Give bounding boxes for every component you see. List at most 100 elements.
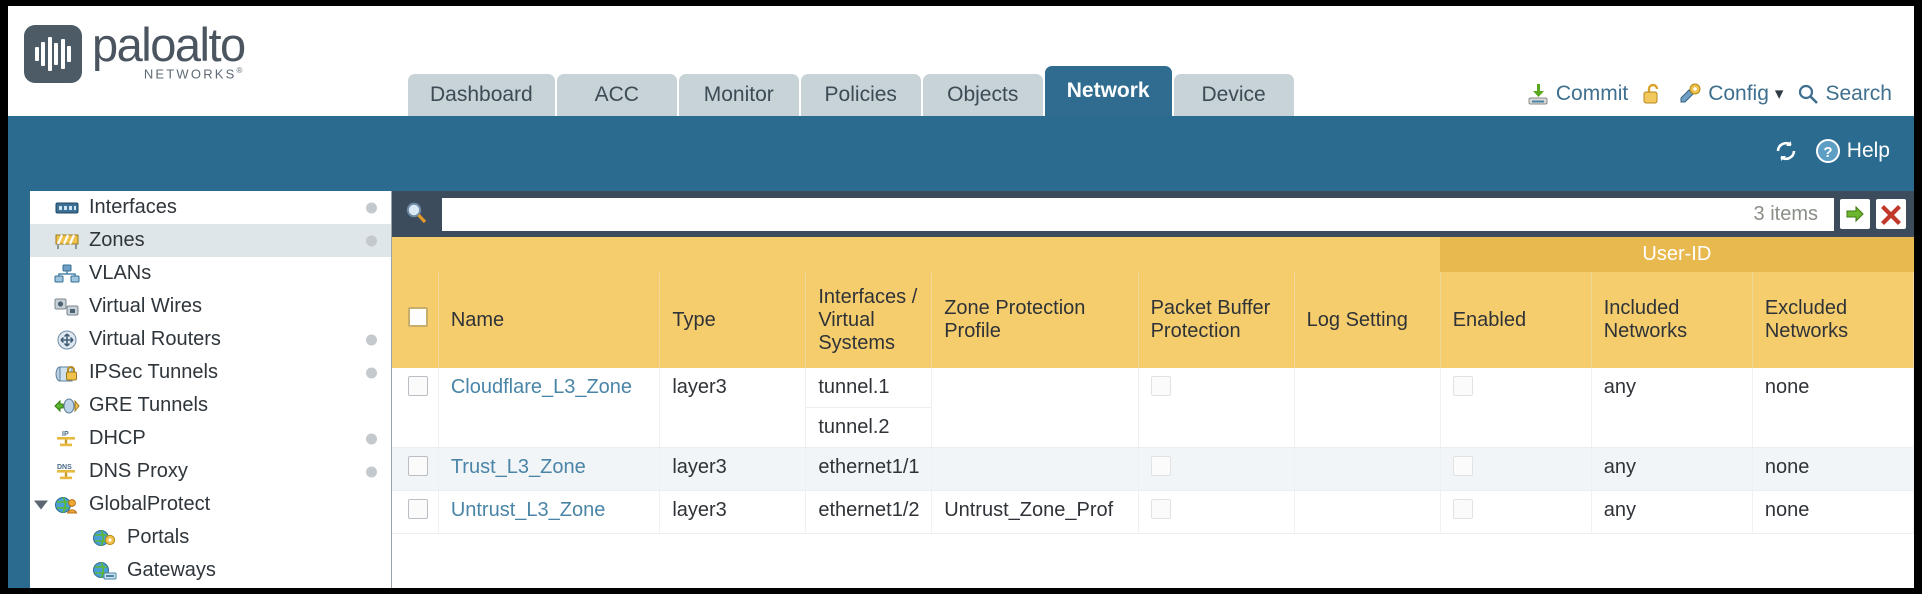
select-all-checkbox[interactable] <box>408 307 428 327</box>
column-header-packet-buffer-protection[interactable]: Packet Buffer Protection <box>1138 272 1295 368</box>
sidebar-item-gre-tunnels[interactable]: GRE Tunnels <box>30 389 391 422</box>
commit-label: Commit <box>1555 82 1629 105</box>
search-button[interactable]: Search <box>1797 82 1892 106</box>
cell-packet-buffer-protection[interactable] <box>1138 490 1295 534</box>
sidebar-item-gateways[interactable]: Gateways <box>30 554 391 587</box>
sidebar-item-zones[interactable]: Zones <box>30 224 391 257</box>
column-header-interfaces[interactable]: Interfaces / Virtual Systems <box>805 272 933 368</box>
tab-policies[interactable]: Policies <box>800 74 921 116</box>
column-header-name[interactable]: Name <box>438 272 661 368</box>
sidebar-item-label: IPSec Tunnels <box>89 361 218 383</box>
cell-name[interactable]: Trust_L3_Zone <box>438 447 661 491</box>
table-row[interactable]: Untrust_L3_Zone layer3 ethernet1/2 Untru… <box>392 490 1914 534</box>
cell-packet-buffer-protection[interactable] <box>1138 368 1295 448</box>
sidebar-item-vlans[interactable]: VLANs <box>30 257 391 290</box>
red-x-icon <box>1881 205 1901 225</box>
help-icon: ? <box>1815 138 1841 164</box>
row-checkbox[interactable] <box>408 456 428 476</box>
tab-monitor[interactable]: Monitor <box>678 74 799 116</box>
sidebar-item-label: Gateways <box>127 559 216 581</box>
cell-zone-protection-profile <box>931 368 1139 448</box>
apply-filter-button[interactable] <box>1840 199 1870 229</box>
row-select-cell[interactable] <box>392 490 439 534</box>
column-header-excluded-networks[interactable]: Excluded Networks <box>1752 272 1914 368</box>
config-menu[interactable]: Config ▾ <box>1678 82 1783 106</box>
search-icon[interactable] <box>398 201 436 227</box>
table-row[interactable]: Cloudflare_L3_Zone layer3 tunnel.1 tunne… <box>392 368 1914 448</box>
table-header-row: Name Type Interfaces / Virtual Systems Z… <box>392 272 1914 368</box>
cell-packet-buffer-protection[interactable] <box>1138 447 1295 491</box>
column-header-log-setting[interactable]: Log Setting <box>1294 272 1441 368</box>
sidebar-item-ipsec-tunnels[interactable]: IPSec Tunnels <box>30 356 391 389</box>
row-select-cell[interactable] <box>392 368 439 448</box>
cell-interfaces: tunnel.1 tunnel.2 <box>805 368 933 448</box>
table-group-header-row: User-ID <box>392 237 1914 272</box>
table-row[interactable]: Trust_L3_Zone layer3 ethernet1/1 <box>392 447 1914 491</box>
cell-log-setting <box>1294 368 1441 448</box>
column-header-type[interactable]: Type <box>659 272 807 368</box>
sidebar-item-virtual-routers[interactable]: Virtual Routers <box>30 323 391 356</box>
column-header-included-networks[interactable]: Included Networks <box>1591 272 1753 368</box>
userid-enabled-checkbox[interactable] <box>1452 456 1473 476</box>
status-dot <box>366 466 377 477</box>
tab-dashboard[interactable]: Dashboard <box>408 74 555 116</box>
sidebar-item-label: Interfaces <box>89 196 177 218</box>
sidebar-item-virtual-wires[interactable]: Virtual Wires <box>30 290 391 323</box>
zone-name-link[interactable]: Cloudflare_L3_Zone <box>450 376 633 398</box>
sidebar-item-globalprotect[interactable]: GlobalProtect <box>30 488 391 521</box>
svg-text:IP: IP <box>62 431 69 438</box>
portals-icon <box>92 528 118 548</box>
zone-name-link[interactable]: Trust_L3_Zone <box>450 456 586 478</box>
context-banner: ? Help <box>8 116 1914 191</box>
header-spacer <box>392 237 1441 272</box>
packet-buffer-checkbox[interactable] <box>1150 456 1171 476</box>
sidebar-item-label: DHCP <box>89 427 146 449</box>
cell-zone-protection-profile: Untrust_Zone_Prof <box>931 490 1139 534</box>
packet-buffer-checkbox[interactable] <box>1150 376 1171 396</box>
expand-caret-icon[interactable] <box>34 500 48 509</box>
top-bar: paloalto NETWORKS® Dashboard ACC Monitor… <box>8 6 1914 116</box>
zones-icon <box>54 231 80 251</box>
status-dot <box>366 433 377 444</box>
cell-userid-enabled[interactable] <box>1440 447 1592 491</box>
status-dot <box>366 334 377 345</box>
status-dot <box>366 367 377 378</box>
zone-name-link[interactable]: Untrust_L3_Zone <box>450 499 606 521</box>
sidebar-item-dhcp[interactable]: IP DHCP <box>30 422 391 455</box>
cell-name[interactable]: Untrust_L3_Zone <box>438 490 661 534</box>
refresh-button[interactable] <box>1773 138 1799 164</box>
sidebar-item-portals[interactable]: Portals <box>30 521 391 554</box>
chevron-down-icon: ▾ <box>1774 84 1784 103</box>
packet-buffer-checkbox[interactable] <box>1150 499 1171 519</box>
dns-proxy-icon: DNS <box>54 462 80 482</box>
vlans-icon <box>54 264 80 284</box>
tab-objects[interactable]: Objects <box>922 74 1043 116</box>
paloalto-logo-icon <box>24 25 82 84</box>
sidebar-item-interfaces[interactable]: Interfaces <box>30 191 391 224</box>
zones-table-container: User-ID Name Type Interfaces / Virtual <box>392 237 1914 588</box>
column-header-zone-protection-profile[interactable]: Zone Protection Profile <box>931 272 1139 368</box>
gre-tunnels-icon <box>54 396 80 416</box>
unlock-button[interactable] <box>1642 82 1664 106</box>
cell-excluded-networks: none <box>1752 447 1914 491</box>
column-header-enabled[interactable]: Enabled <box>1440 272 1592 368</box>
userid-enabled-checkbox[interactable] <box>1452 499 1473 519</box>
sidebar-item-dns-proxy[interactable]: DNS DNS Proxy <box>30 455 391 488</box>
cell-userid-enabled[interactable] <box>1440 490 1592 534</box>
cell-name[interactable]: Cloudflare_L3_Zone <box>438 368 661 448</box>
row-select-cell[interactable] <box>392 447 439 491</box>
tab-device[interactable]: Device <box>1173 74 1294 116</box>
row-checkbox[interactable] <box>408 499 428 519</box>
clear-filter-button[interactable] <box>1876 199 1906 229</box>
select-all-header[interactable] <box>392 272 439 368</box>
tab-network[interactable]: Network <box>1044 66 1172 116</box>
help-button[interactable]: ? Help <box>1815 138 1890 164</box>
cell-zone-protection-profile <box>931 447 1139 491</box>
row-checkbox[interactable] <box>408 376 428 396</box>
commit-button[interactable]: Commit <box>1526 82 1628 106</box>
userid-enabled-checkbox[interactable] <box>1452 376 1473 396</box>
cell-userid-enabled[interactable] <box>1440 368 1592 448</box>
tab-acc[interactable]: ACC <box>556 74 677 116</box>
search-input[interactable]: 3 items <box>442 197 1834 231</box>
svg-text:DNS: DNS <box>57 464 72 471</box>
